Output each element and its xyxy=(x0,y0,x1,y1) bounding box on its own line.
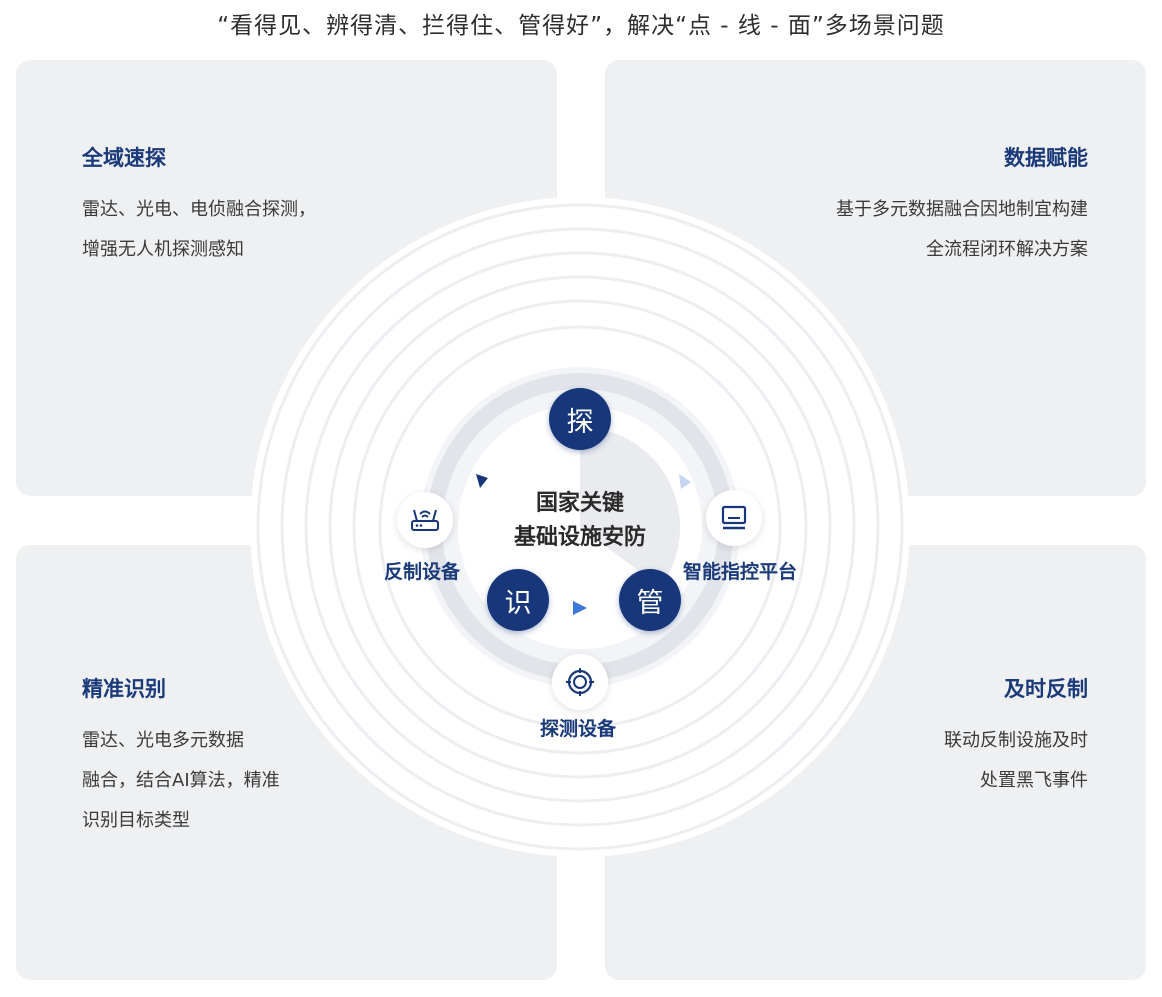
center-title-line2: 基础设施安防 xyxy=(513,525,646,550)
card-line: 雷达、光电、电侦融合探测， xyxy=(82,199,316,220)
card-jingzhun-shibie: 精准识别 雷达、光电多元数据 融合，结合AI算法，精准 识别目标类型 xyxy=(82,673,280,841)
card-title: 及时反制 xyxy=(1004,677,1088,701)
card-line: 处置黑飞事件 xyxy=(980,770,1088,791)
card-line: 识别目标类型 xyxy=(82,810,190,831)
node-guan: 管 xyxy=(619,569,681,631)
arrow-icon-left xyxy=(476,474,488,488)
card-line: 融合，结合AI算法，精准 xyxy=(82,770,280,791)
node-tan: 探 xyxy=(549,388,611,450)
ring-3 xyxy=(304,251,856,803)
center-title: 国家关键 基础设施安防 xyxy=(480,487,680,555)
card-line: 增强无人机探测感知 xyxy=(82,239,244,260)
card-line: 全流程闭环解决方案 xyxy=(926,239,1088,260)
card-line: 联动反制设施及时 xyxy=(944,730,1088,751)
page-headline: “看得见、辨得清、拦得住、管得好”，解决“点 - 线 - 面”多场景问题 xyxy=(217,13,945,39)
ring-2 xyxy=(280,227,880,827)
card-title: 精准识别 xyxy=(82,677,166,701)
card-jishi-fanzhi: 及时反制 联动反制设施及时 处置黑飞事件 xyxy=(944,673,1088,801)
ring-1 xyxy=(256,203,904,851)
card-shuju-funeng: 数据赋能 基于多元数据融合因地制宜构建 全流程闭环解决方案 xyxy=(836,142,1088,270)
card-line: 雷达、光电多元数据 xyxy=(82,730,244,751)
radar-icon xyxy=(552,654,608,710)
ring-4 xyxy=(328,275,832,779)
card-title: 全域速探 xyxy=(82,146,166,170)
ring-5 xyxy=(352,299,808,755)
monitor-icon xyxy=(706,490,762,546)
card-quanyu-sutan: 全域速探 雷达、光电、电侦融合探测， 增强无人机探测感知 xyxy=(82,142,316,270)
arrow-icon-bottom xyxy=(573,601,587,615)
router-icon-graphic xyxy=(411,509,439,531)
card-line: 基于多元数据融合因地制宜构建 xyxy=(836,199,1088,220)
ring-6 xyxy=(378,325,782,729)
device-label-countermeasure: 反制设备 xyxy=(384,561,461,583)
node-shi: 识 xyxy=(487,569,549,631)
core-sweep xyxy=(580,427,680,587)
monitor-icon-graphic xyxy=(721,505,747,530)
arrow-icon-right xyxy=(679,474,691,489)
router-icon xyxy=(397,492,453,548)
center-title-line1: 国家关键 xyxy=(535,491,624,516)
device-label-command: 智能指控平台 xyxy=(683,561,798,583)
device-label-detection: 探测设备 xyxy=(540,718,617,740)
card-title: 数据赋能 xyxy=(1004,146,1088,170)
radar-icon-graphic xyxy=(566,668,594,696)
